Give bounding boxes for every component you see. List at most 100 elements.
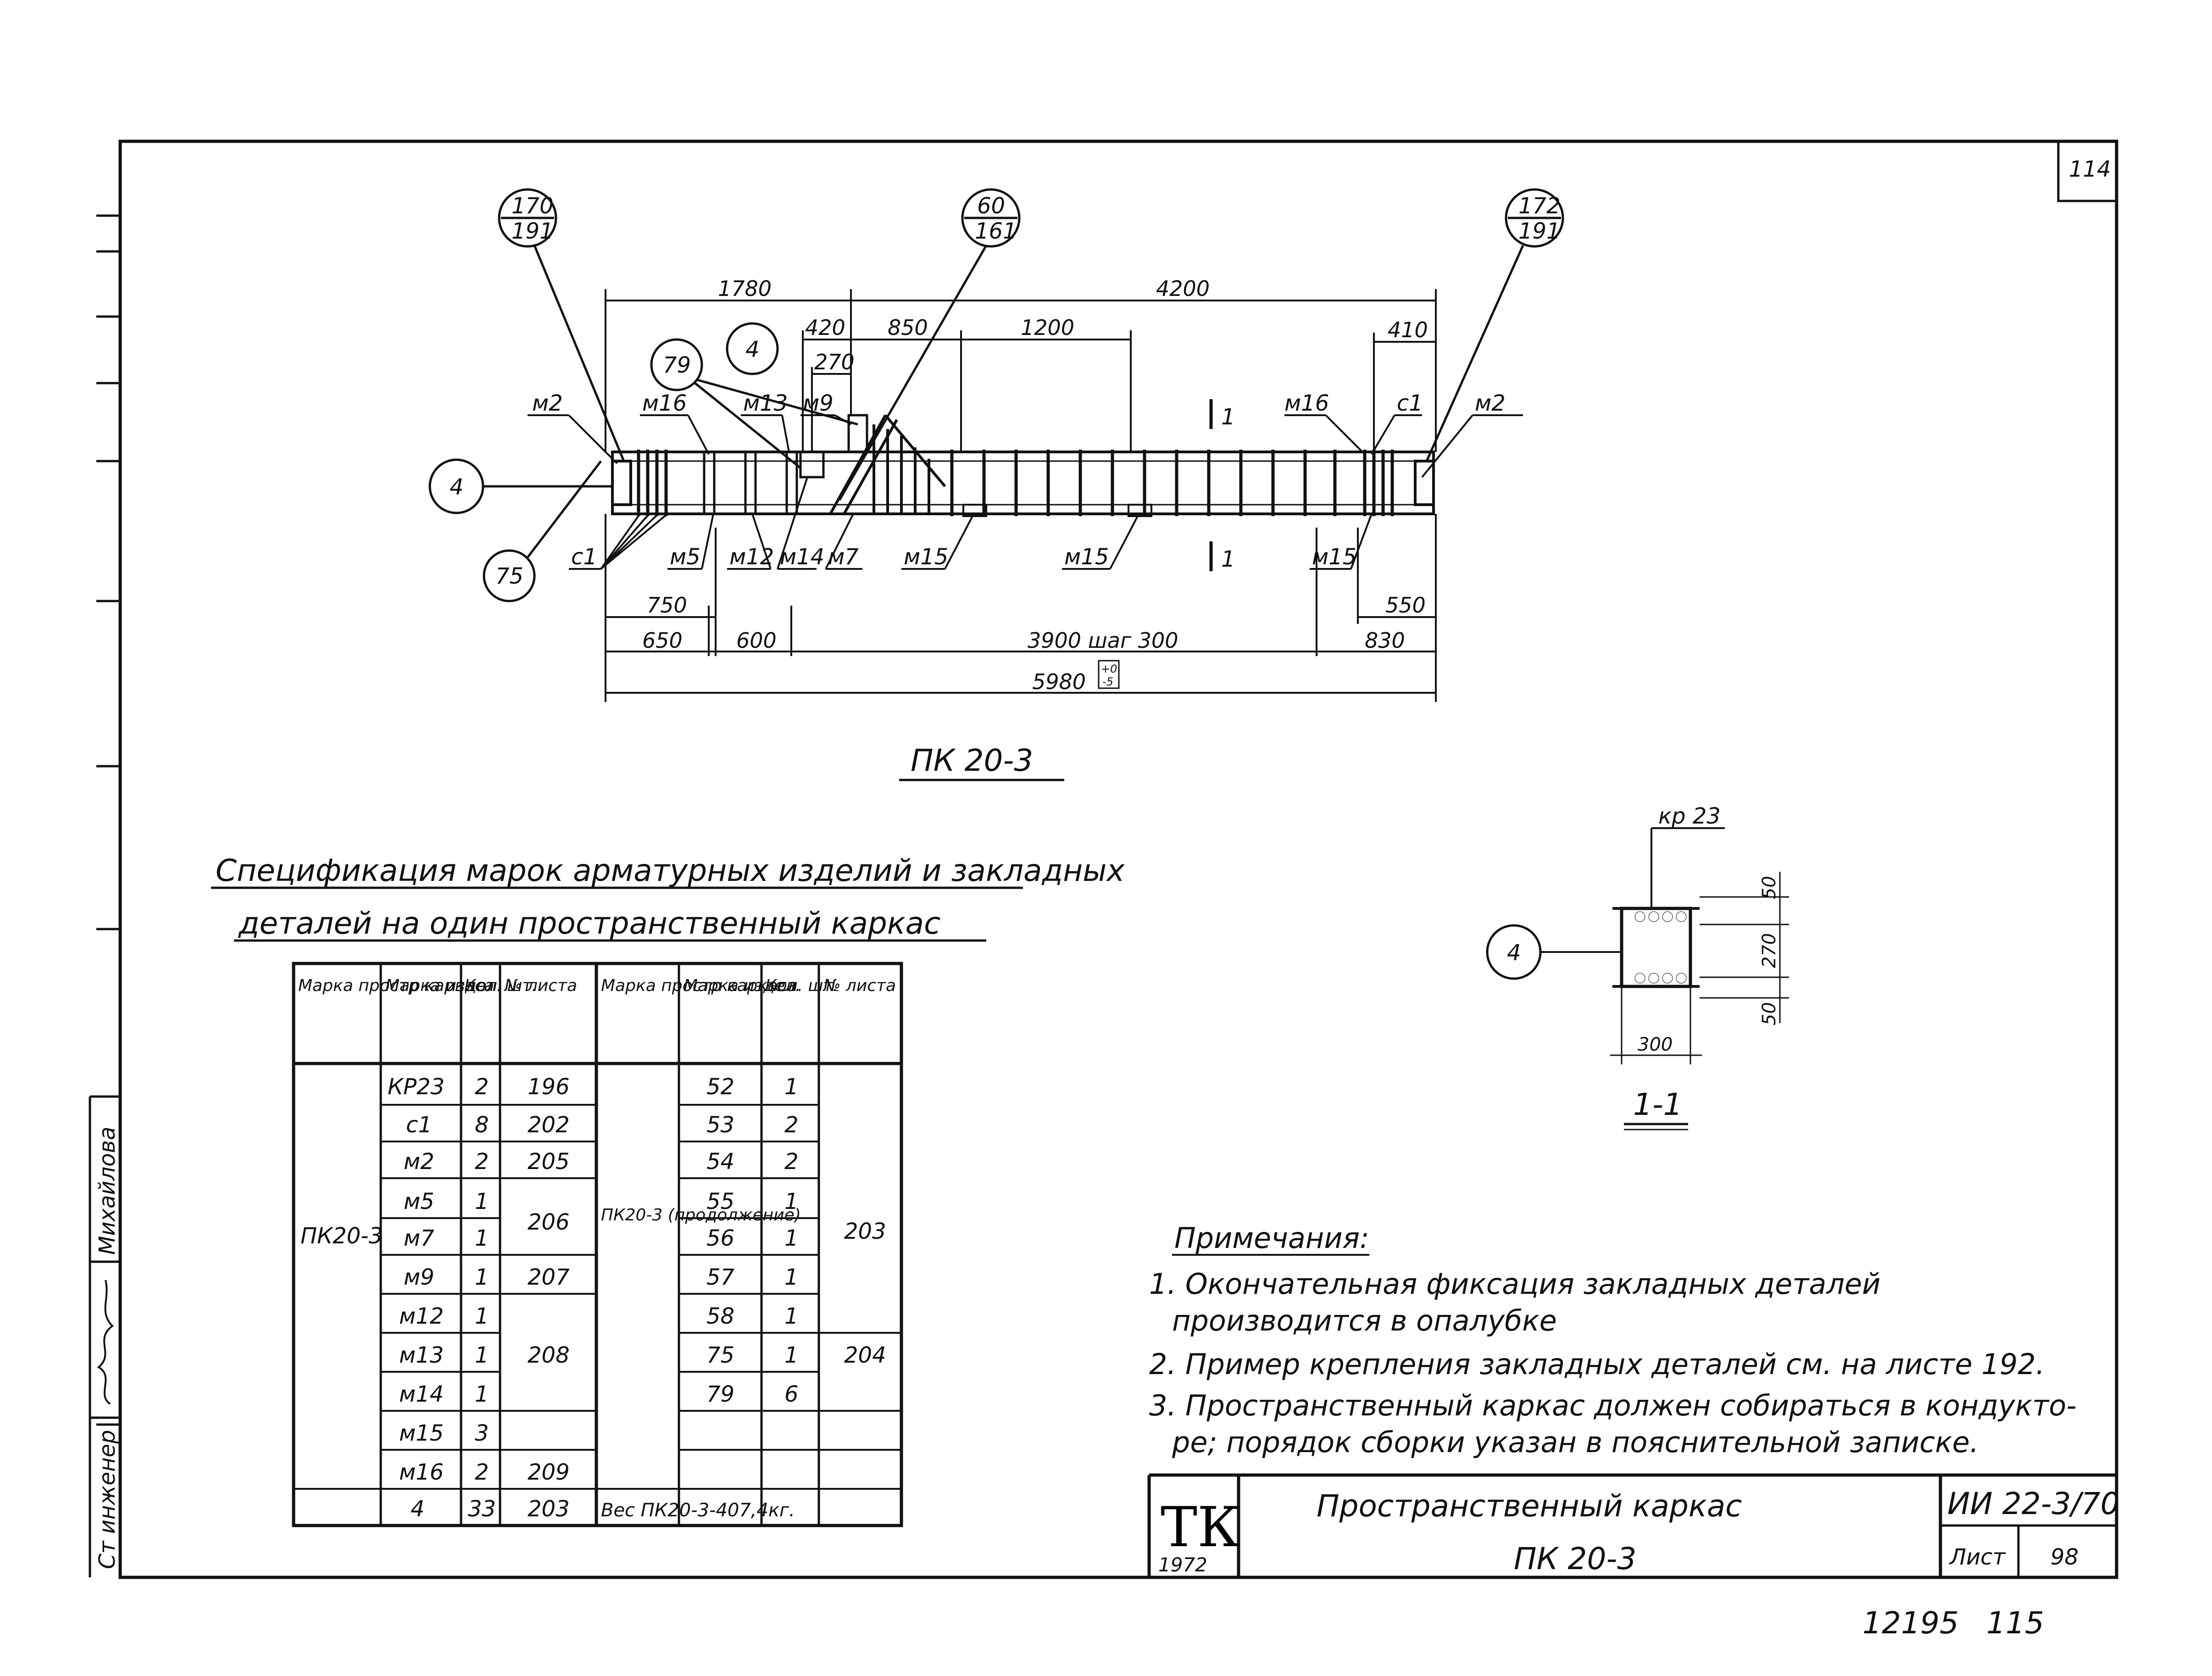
left-row-8-qty: 1 [475,1342,489,1368]
right-row-5-qty: 1 [784,1225,799,1251]
balloon-60-bottom: 161 [975,218,1017,244]
stamp-year: 1972 [1158,1554,1207,1576]
left-row-6-mark: м9 [404,1264,434,1290]
right-row-4-mark: 55 [706,1189,734,1214]
hdr-left-marka-izdel: Марка издел. [385,976,502,995]
dim-550: 550 [1385,593,1426,618]
right-row-4-qty: 1 [784,1189,799,1214]
right-row-8-mark: 75 [706,1342,734,1368]
right-row-3-mark: 54 [706,1149,734,1175]
mark-bottom-m15-3: м15 [1312,544,1356,570]
spec-headers: Марка простр каркаса Марка издел. Кол. ш… [298,976,896,995]
left-row-7-sheet: 208 [528,1342,570,1368]
marks-top: м2 м16 м13 м9 м16 с1 м2 [528,390,1523,478]
stamp-code: ИИ 22-3/70 [1947,1486,2120,1521]
hdr-right-list: № листа [823,976,896,995]
dim-850: 850 [888,315,928,340]
right-row-1-mark: 52 [706,1074,734,1100]
dim-420: 420 [805,315,845,340]
balloon-172-top: 172 [1518,193,1561,219]
right-row-9-mark: 79 [706,1381,734,1407]
stamp-logo: ТК [1161,1496,1240,1559]
right-row-1-qty: 1 [784,1074,799,1100]
mark-top-m13: м13 [743,390,788,416]
section-label-kp23: кр 23 [1658,803,1721,829]
right-row-6-qty: 1 [784,1264,799,1290]
left-row-2-sheet: 202 [528,1112,570,1138]
dim-270: 270 [814,350,855,374]
corner-number: 114 [2069,156,2111,182]
balloon-60-161: 60 161 [838,188,1021,501]
left-row-5-qty: 1 [475,1225,489,1251]
dim-830: 830 [1365,628,1405,653]
spec-title-line2: деталей на один пространственный каркас [238,906,940,941]
balloon-170-191: 170 191 [498,188,625,462]
section-dim-270: 270 [1759,933,1780,968]
mark-bottom-c1: с1 [571,544,597,570]
strip-signature [97,1280,114,1405]
top-dimensions: 1780 4200 420 850 1200 270 410 [605,276,1437,452]
marks-bottom: с1 м5 м12 м14 м7 м15 м15 м15 [569,477,1373,570]
spec-right-group: ПК20-3 (продолжение) [601,1206,801,1225]
section-bars [1634,911,1687,984]
mark-top-m16-right: м16 [1284,390,1329,416]
left-row-4-sheet: 206 [528,1209,570,1235]
sheet-frame [118,139,2118,1579]
left-row-10-qty: 3 [475,1420,489,1446]
dim-750: 750 [647,593,687,618]
end-plate-right [1414,460,1435,506]
mark-bottom-m12: м12 [729,544,774,570]
hdr-left-list: № листа [504,976,577,995]
balloon-4-section-text: 4 [1507,940,1521,966]
plate-m16-left [703,451,716,515]
right-sheet-203: 203 [844,1219,886,1244]
right-row-9-qty: 6 [784,1381,799,1407]
section-dim-50-top: 50 [1759,876,1780,899]
spec-left-rows: КР23 2 196 с1 8 202 м2 2 205 м5 1 206 м7… [388,1074,570,1522]
left-row-8-mark: м13 [399,1342,444,1368]
balloon-172-bottom: 191 [1518,218,1561,244]
notes-heading: Примечания: [1174,1221,1369,1255]
right-row-2-qty: 2 [784,1112,799,1138]
left-row-3-mark: м2 [404,1149,434,1175]
note-line-5: ре; порядок сборки указан в пояснительно… [1172,1425,1979,1459]
left-row-1-sheet: 196 [528,1074,570,1100]
left-row-1-qty: 2 [475,1074,489,1100]
hdr-left-kol: Кол. шт. [464,976,537,995]
left-row-12-sheet: 203 [528,1496,570,1522]
hdr-right-marka-karkas: Марка простр каркаса [601,976,797,995]
balloon-75-text: 75 [495,563,523,589]
hdr-left-marka-karkas: Марка простр каркаса [298,976,494,995]
plate-m13 [785,451,798,515]
section-dim-50-bottom: 50 [1759,1002,1780,1025]
hdr-right-marka-izdel: Марка издел. [684,976,800,995]
dim-3900: 3900 шаг 300 [1028,628,1178,653]
right-row-3-qty: 2 [784,1149,799,1175]
left-row-1-mark: КР23 [388,1074,445,1100]
balloon-79-text: 79 [663,352,691,378]
spec-title-line1: Спецификация марок арматурных изделий и … [216,853,1125,888]
right-stirrups [1363,450,1394,516]
left-row-6-qty: 1 [475,1264,489,1290]
tolerance-box [1098,660,1120,689]
note-line-3: 2. Пример крепления закладных деталей см… [1149,1347,2045,1381]
stamp-sheet-label: Лист [1949,1544,2006,1570]
mark-top-m2-right: м2 [1475,390,1506,416]
plate-m9 [847,414,868,453]
hdr-right-kol: Кол. шт. [765,976,838,995]
right-sheet-204: 204 [844,1342,886,1368]
corner-box [2057,140,2118,202]
section-outline [1620,907,1692,988]
balloon-75: 75 [483,460,602,602]
dim-650: 650 [642,628,683,653]
right-row-5-mark: 56 [706,1225,734,1251]
left-row-11-sheet: 209 [528,1459,570,1485]
balloon-79: 79 [650,338,858,469]
left-row-7-mark: м12 [399,1303,444,1329]
mark-bottom-m5: м5 [670,544,700,570]
note-line-1: 1. Окончательная фиксация закладных дета… [1149,1267,1880,1301]
section-mark-bottom: 1 [1221,546,1235,572]
left-row-10-mark: м15 [399,1420,444,1446]
stamp-subtitle: ПК 20-3 [1514,1541,1636,1576]
